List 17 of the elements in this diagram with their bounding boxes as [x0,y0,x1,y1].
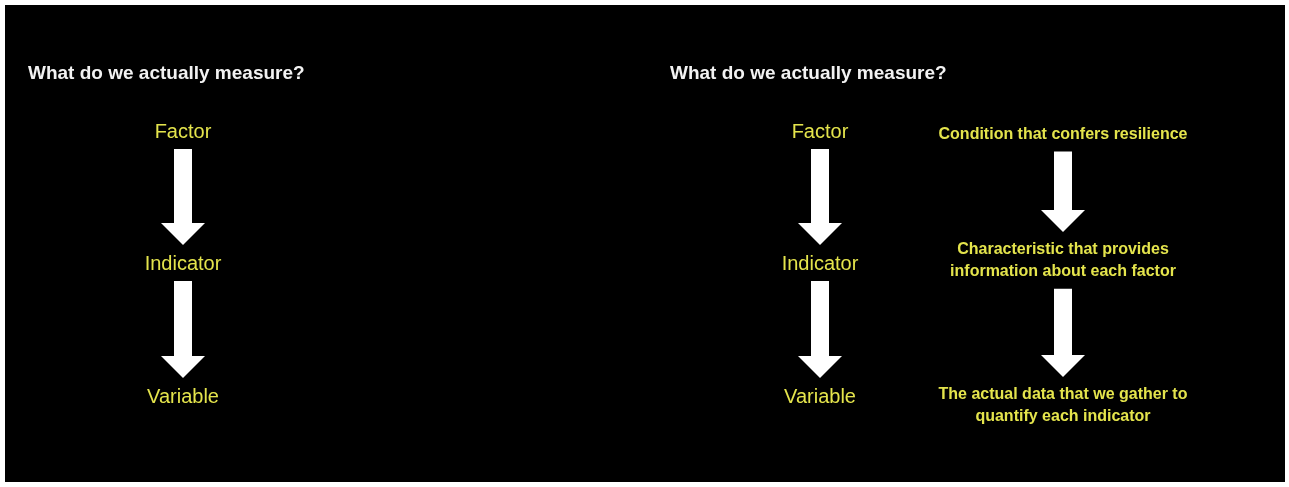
block-arrow [1041,288,1085,377]
term-text: Characteristic that provides information about each factor [918,238,1208,283]
term-text: Indicator [760,251,880,275]
block-arrow [1041,151,1085,232]
term-text: Indicator [123,251,243,275]
slide-heading: What do we actually measure? [28,62,305,84]
term-text: Factor [123,119,243,143]
term-text: The actual data that we gather to quantify each indicator [918,383,1208,428]
term-text: Variable [123,384,243,408]
term-text: Condition that confers resilience [923,123,1203,146]
term-text: Factor [760,119,880,143]
slide-heading: What do we actually measure? [670,62,947,84]
block-arrow [798,149,842,245]
block-arrow [798,281,842,378]
term-text: Variable [760,384,880,408]
block-arrow [161,149,205,245]
block-arrow [161,281,205,378]
